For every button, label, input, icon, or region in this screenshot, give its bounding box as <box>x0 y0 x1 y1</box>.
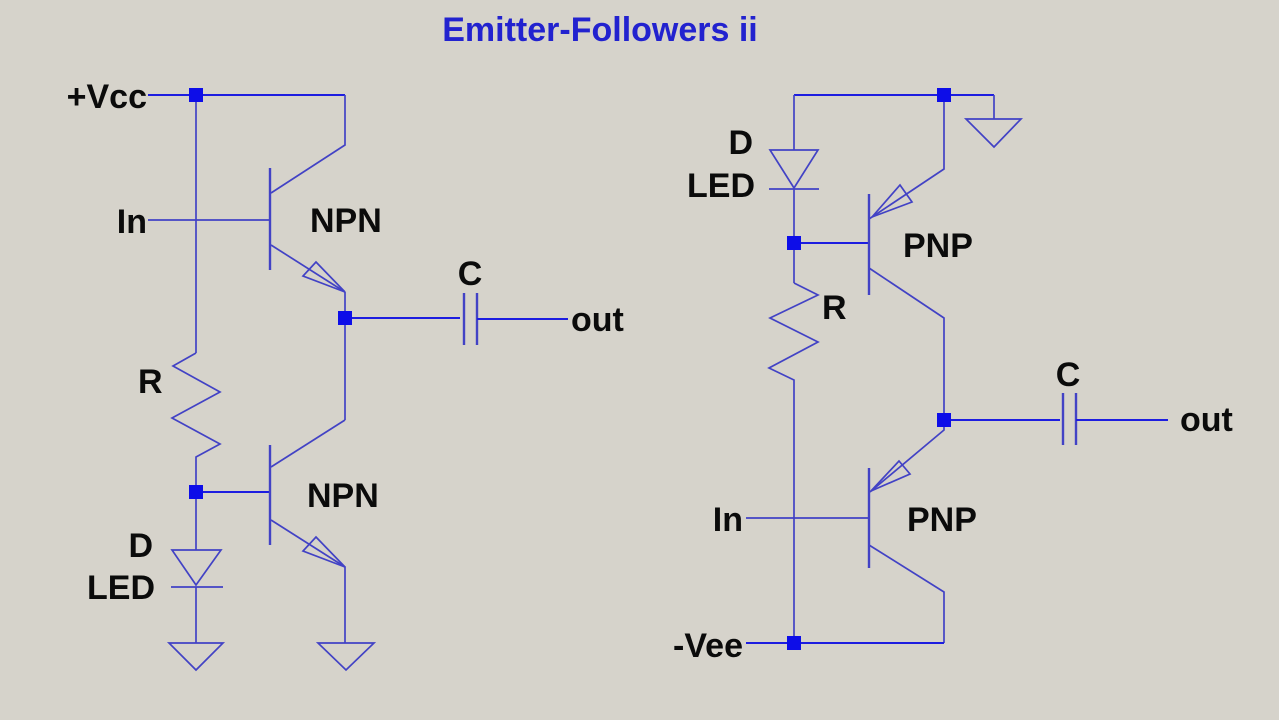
ground-icon-right-top <box>963 118 1024 149</box>
label-out-right: out <box>1180 401 1233 439</box>
label-led-right: LED <box>687 167 755 205</box>
label-led-left: LED <box>87 569 155 607</box>
npn-bottom-emitter-wire <box>270 519 346 643</box>
junction-dot <box>937 88 951 102</box>
pnp-transistor-top <box>867 95 945 420</box>
npn-bottom-emitter-arrow-icon <box>301 535 346 568</box>
junction-dot <box>787 236 801 250</box>
junction-dot <box>189 88 203 102</box>
resistor-left <box>170 352 222 492</box>
label-in-right: In <box>712 501 743 539</box>
npn-top-emitter-wire <box>270 244 346 293</box>
label-in-left: In <box>116 203 147 241</box>
pnp-top-collector-wire <box>868 267 945 420</box>
pnp-top-emitter-wire <box>868 95 945 220</box>
ground-icon-left-emitter <box>315 642 377 672</box>
label-r-right: R <box>822 289 847 327</box>
ground-icon-left-diode <box>166 642 226 672</box>
diode-triangle-icon <box>170 549 223 587</box>
label-vee: -Vee <box>673 627 743 665</box>
led-diode-left <box>170 492 223 643</box>
pnp-bottom-collector-wire <box>868 544 945 643</box>
label-r-left: R <box>138 363 163 401</box>
left-circuit <box>148 88 568 672</box>
resistor-right <box>767 282 820 643</box>
led-diode-right <box>768 95 820 283</box>
label-vcc: +Vcc <box>66 78 147 116</box>
label-c-right: C <box>1055 356 1081 394</box>
label-out-left: out <box>571 301 624 339</box>
label-c-left: C <box>457 255 483 293</box>
label-npn-top: NPN <box>310 202 382 240</box>
capacitor-left <box>462 293 479 345</box>
label-d-right: D <box>728 124 753 162</box>
label-d-left: D <box>128 527 153 565</box>
page-title: Emitter-Followers ii <box>442 11 758 49</box>
diode-triangle-icon <box>768 149 820 190</box>
npn-top-emitter-arrow-icon <box>301 260 346 293</box>
pnp-top-emitter-arrow-icon <box>871 183 914 218</box>
junction-dot <box>338 311 352 325</box>
npn-transistor-bottom <box>268 419 346 643</box>
npn-bottom-collector-wire <box>270 419 346 468</box>
junction-dot <box>189 485 203 499</box>
pnp-bottom-emitter-arrow-icon <box>870 459 912 492</box>
junction-dot <box>787 636 801 650</box>
label-npn-bottom: NPN <box>307 477 379 515</box>
npn-top-collector-wire <box>270 95 346 194</box>
capacitor-right <box>1061 393 1078 445</box>
junction-dot <box>937 413 951 427</box>
label-pnp-bottom: PNP <box>907 501 977 539</box>
npn-transistor-top <box>268 168 346 293</box>
right-circuit <box>746 88 1168 650</box>
label-pnp-top: PNP <box>903 227 973 265</box>
